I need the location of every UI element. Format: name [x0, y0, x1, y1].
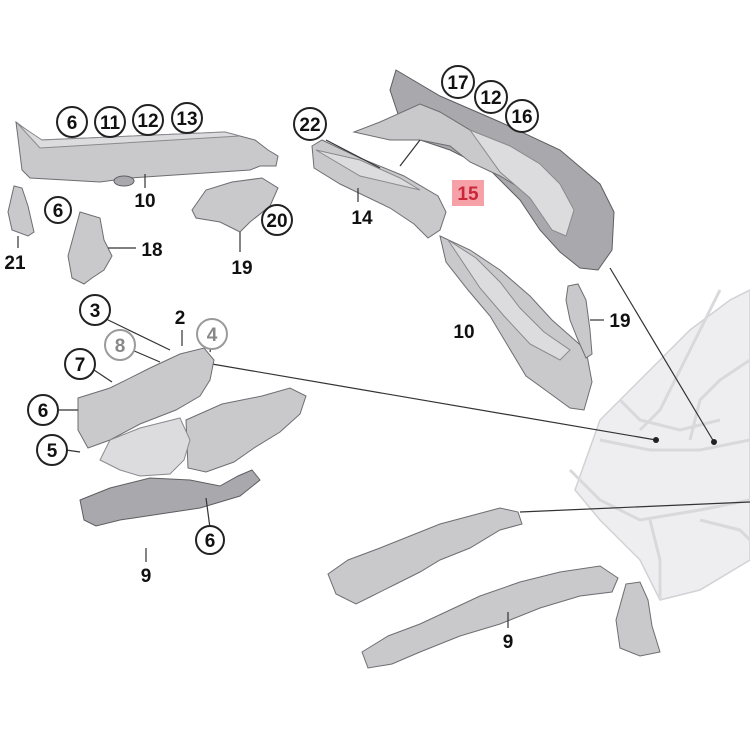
callout-11: 11	[94, 106, 126, 138]
part-19-right	[565, 283, 604, 359]
callout-6-top-left: 6	[56, 106, 88, 138]
vehicle-body-ghost	[568, 289, 750, 601]
label-10-right: 10	[453, 322, 474, 343]
part-9-left	[327, 507, 523, 605]
part-15	[352, 69, 615, 271]
part-assembly-2	[56, 317, 307, 562]
callout-6-middle-left: 6	[27, 394, 59, 426]
callout-6-small: 6	[44, 196, 72, 224]
leader-lines	[211, 267, 750, 513]
callout-7: 7	[64, 348, 96, 380]
part-18	[67, 211, 136, 285]
label-15: 15	[457, 184, 479, 205]
callout-22: 22	[293, 107, 327, 141]
label-21: 21	[4, 253, 26, 274]
callout-4: 4	[196, 318, 228, 350]
label-12-top-right: 12	[480, 88, 501, 109]
part-duct-10-top	[15, 120, 279, 188]
label-5: 5	[47, 441, 58, 462]
label-9-right: 9	[503, 632, 514, 653]
label-10-top-left: 10	[134, 191, 155, 212]
callout-12-top-left: 12	[132, 104, 164, 136]
label-20: 20	[266, 211, 287, 232]
callout-12-top-right: 12	[474, 80, 508, 114]
label-8: 8	[115, 336, 126, 357]
label-16: 16	[511, 107, 532, 128]
label-22: 22	[299, 115, 320, 136]
part-14	[311, 139, 447, 239]
label-18: 18	[141, 240, 162, 261]
callout-3: 3	[79, 294, 111, 326]
label-9-left: 9	[141, 566, 152, 587]
label-6-top-left: 6	[67, 113, 78, 134]
label-6-bottom: 6	[205, 531, 216, 552]
callout-13: 13	[171, 102, 203, 134]
label-19-left: 19	[231, 258, 252, 279]
label-17: 17	[447, 73, 468, 94]
label-2: 2	[175, 308, 186, 329]
label-7: 7	[75, 355, 86, 376]
label-13: 13	[176, 109, 197, 130]
label-6-small: 6	[53, 201, 64, 222]
label-14: 14	[351, 208, 373, 229]
label-4: 4	[207, 325, 218, 346]
callout-20: 20	[261, 204, 293, 236]
part-21	[7, 185, 35, 248]
callout-16: 16	[505, 99, 539, 133]
label-12-top-left: 12	[137, 111, 158, 132]
callout-8: 8	[104, 329, 136, 361]
callout-6-bottom: 6	[195, 525, 225, 555]
label-6-middle-left: 6	[38, 401, 49, 422]
label-19-right: 19	[609, 311, 630, 332]
part-9-right	[361, 565, 619, 669]
label-3: 3	[90, 301, 101, 322]
callout-5: 5	[36, 434, 68, 466]
highlight-15	[452, 180, 484, 206]
label-11: 11	[100, 113, 121, 134]
callout-17: 17	[441, 65, 475, 99]
part-10-right	[439, 235, 593, 411]
part-bracket-bottom-right	[615, 581, 661, 657]
